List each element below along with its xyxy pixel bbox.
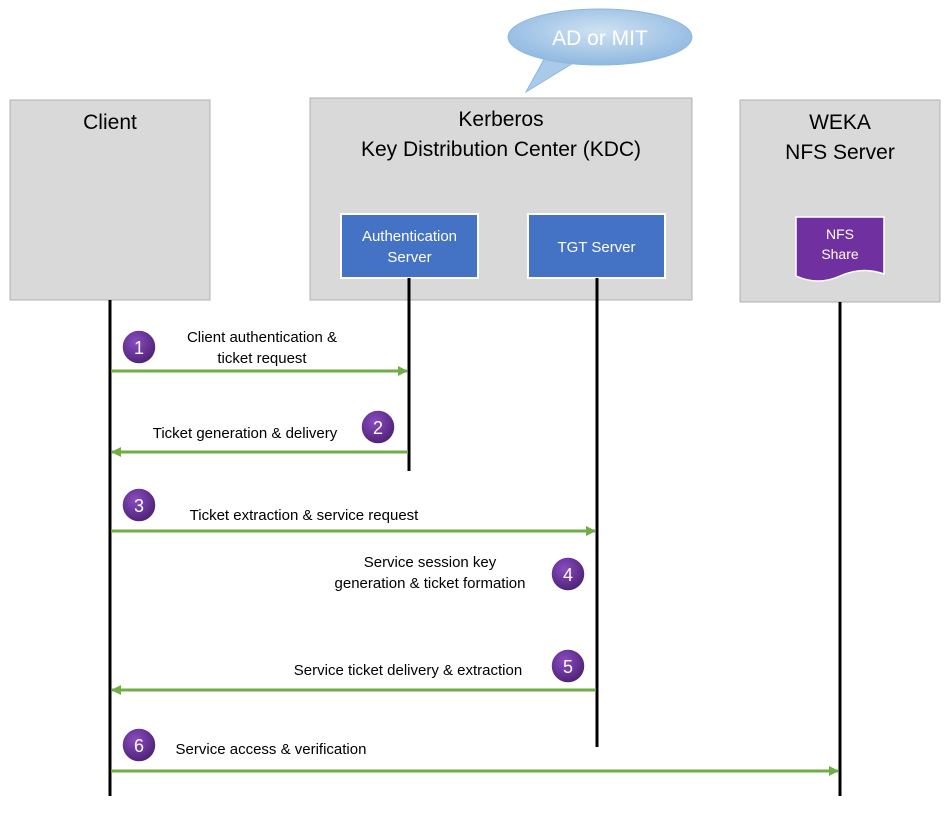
step-3-label: Ticket extraction & service request (190, 507, 420, 524)
text-line: Share (821, 246, 859, 262)
text-line: NFS Server (785, 141, 895, 164)
step-4-number: 4 (563, 565, 573, 585)
step-5-label: Service ticket delivery & extraction (294, 662, 522, 679)
text-line: WEKA (809, 111, 871, 134)
text-line: ticket request (217, 350, 307, 367)
nfs-share-label: NFS Share (821, 226, 859, 262)
step-2-label: Ticket generation & delivery (153, 425, 338, 442)
text-line: Client authentication & (187, 329, 337, 346)
text-line: Kerberos (458, 108, 543, 131)
text-line: Authentication (362, 228, 457, 245)
step-1-label: Client authentication & ticket request (187, 329, 337, 367)
text-line: Client (83, 111, 137, 134)
step-5-number: 5 (563, 657, 573, 677)
step-6-label: Service access & verification (176, 741, 367, 758)
callout-text: AD or MIT (552, 27, 648, 50)
nfs-share-document: NFS Share (795, 216, 885, 282)
tgt-server-box: TGT Server (527, 213, 666, 279)
step-6-badge: 6 (121, 727, 157, 763)
step-1-badge: 1 (121, 329, 157, 365)
text-line: Service access & verification (176, 741, 367, 758)
text-line: NFS (826, 226, 854, 242)
callout-bubble: AD or MIT (507, 8, 693, 94)
weka-title: WEKA NFS Server (785, 111, 895, 164)
step-5-badge: 5 (550, 648, 586, 684)
client-title: Client (83, 111, 137, 134)
text-line: Ticket generation & delivery (153, 425, 338, 442)
text-line: AD or MIT (552, 27, 648, 50)
client-box: Client (9, 99, 211, 301)
text-line: generation & ticket formation (335, 575, 526, 592)
text-line: Server (387, 249, 431, 266)
step-4-badge: 4 (550, 556, 586, 592)
tgt-server-label: TGT Server (557, 239, 635, 256)
step-1-number: 1 (134, 338, 144, 358)
step-2-number: 2 (373, 418, 383, 438)
text-line: Service ticket delivery & extraction (294, 662, 522, 679)
step-4-label: Service session key generation & ticket f… (335, 554, 526, 592)
text-line: Ticket extraction & service request (190, 507, 420, 524)
text-line: Key Distribution Center (KDC) (361, 138, 641, 161)
text-line: TGT Server (557, 239, 635, 256)
step-2-badge: 2 (360, 409, 396, 445)
step-3-number: 3 (134, 496, 144, 516)
step-3-badge: 3 (121, 487, 157, 523)
step-6-number: 6 (134, 736, 144, 756)
text-line: Service session key (364, 554, 497, 571)
